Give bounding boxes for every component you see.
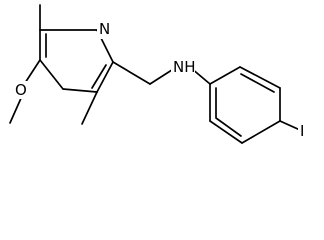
amine-nh-bg [171, 59, 195, 77]
pyridine-nitrogen-label: N [99, 20, 110, 38]
bond-c3-c4 [62, 88, 98, 93]
bond-ar4-ar5 [241, 120, 281, 144]
bond-c3-methyl [81, 91, 98, 125]
bond-ar5-ar6-inner [215, 117, 242, 137]
methoxy-oxygen-label: O [15, 81, 27, 99]
bond-ar5-ar6-outer [209, 120, 243, 144]
bond-ar1-ar2 [209, 66, 241, 85]
bond-c2-c3-outer [96, 61, 114, 93]
bond-o-methyl [9, 95, 23, 124]
bond-ar2-ar3-inner [240, 73, 275, 93]
bond-c4-o [24, 59, 41, 84]
bond-c2-c3-inner [91, 64, 107, 89]
iodine-label: I [300, 122, 304, 140]
iodine-bg [298, 122, 308, 140]
bond-ch2-nh [149, 67, 176, 85]
chemical-structure: N NH O I [9, 4, 308, 144]
bond-c2-ch2 [112, 61, 151, 85]
bond-ar2-ar3-outer [239, 66, 281, 89]
bond-c4-c5 [39, 59, 64, 90]
amine-nh-label: NH [173, 58, 196, 76]
bond-ar4-i [279, 120, 301, 131]
pyridine-n-bg [97, 21, 109, 39]
methoxy-o-bg [14, 81, 28, 99]
